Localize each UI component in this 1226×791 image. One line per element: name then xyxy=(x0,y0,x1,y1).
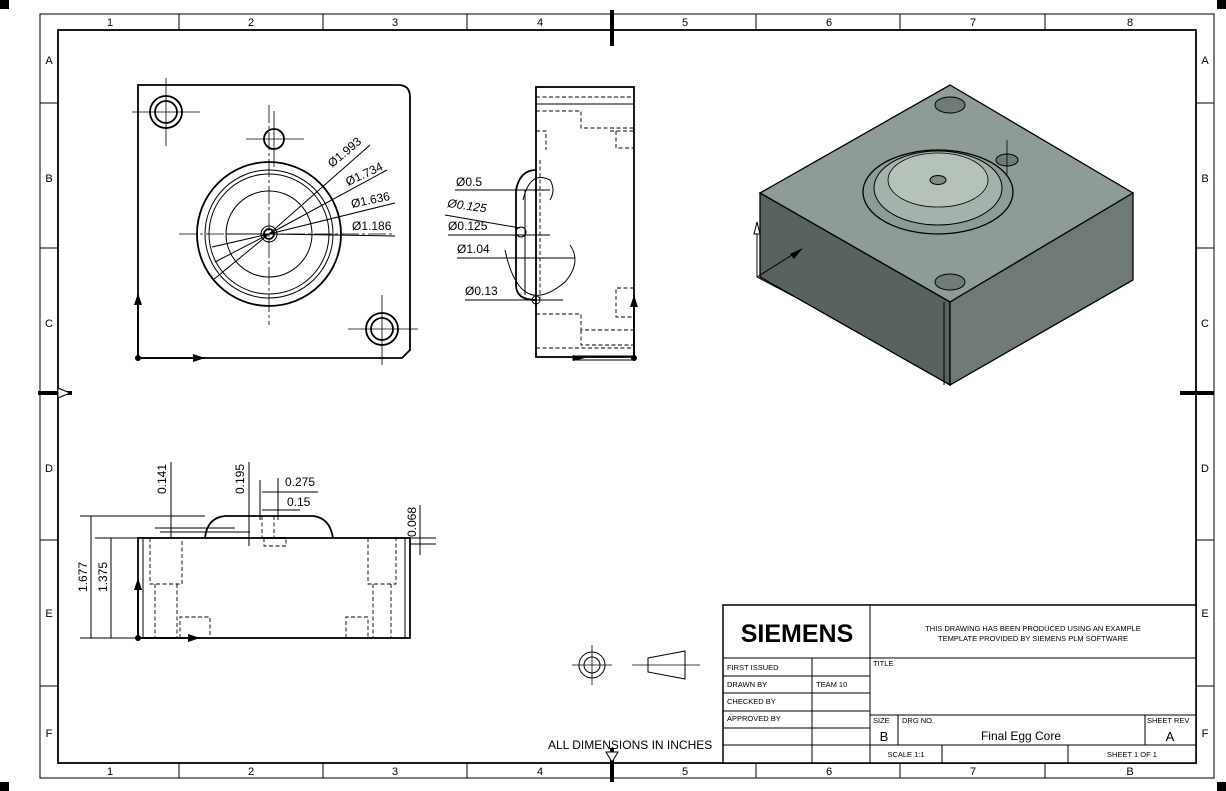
zone-row-label: A xyxy=(45,55,53,67)
zone-column-label: 1 xyxy=(107,17,113,29)
zone-column-label: 8 xyxy=(1127,17,1133,29)
drawn-by-label: DRAWN BY xyxy=(727,680,767,689)
zone-row-label: E xyxy=(1201,608,1208,620)
zone-column-label: 2 xyxy=(248,766,254,778)
bottom-view: 0.141 0.195 0.275 0.15 0.068 1.677 1.375 xyxy=(76,462,436,642)
size-value: B xyxy=(880,729,889,744)
zone-row-label: F xyxy=(1202,728,1209,740)
outer-border xyxy=(39,13,1215,779)
zone-column-label: 3 xyxy=(392,766,398,778)
dim-bottom-0195: 0.195 xyxy=(233,464,247,494)
corner-mark xyxy=(1217,782,1226,791)
dim-side-013: Ø0.13 xyxy=(465,284,498,298)
zone-column-label: 6 xyxy=(826,17,832,29)
zone-column-label: 2 xyxy=(248,17,254,29)
corner-mark xyxy=(0,782,9,791)
drg-no-label: DRG NO. xyxy=(902,716,934,725)
notice-line-1: THIS DRAWING HAS BEEN PRODUCED USING AN … xyxy=(925,624,1141,633)
dim-front-1993: Ø1.993 xyxy=(325,134,364,170)
dim-front-1636: Ø1.636 xyxy=(350,189,392,211)
dim-side-0125-a: Ø0.125 xyxy=(446,196,488,216)
zone-row-label: E xyxy=(45,608,52,620)
siemens-logo: SIEMENS xyxy=(741,620,854,648)
sheet-rev-label: SHEET REV xyxy=(1147,716,1189,725)
zone-row-label: B xyxy=(45,173,52,185)
zone-row-label: D xyxy=(1201,463,1209,475)
zone-column-label: 7 xyxy=(970,17,976,29)
dim-side-104: Ø1.04 xyxy=(457,242,490,256)
centering-marks xyxy=(38,10,1214,782)
projection-symbol xyxy=(572,645,700,685)
zone-column-label: 5 xyxy=(682,766,688,778)
zone-column-label: B xyxy=(1126,766,1133,778)
zone-column-label: 7 xyxy=(970,766,976,778)
zone-column-label: 3 xyxy=(392,17,398,29)
corner-mark xyxy=(0,0,9,9)
dim-bottom-0275: 0.275 xyxy=(285,475,315,489)
title-block: SIEMENS THIS DRAWING HAS BEEN PRODUCED U… xyxy=(722,604,1197,764)
sheet-rev-value: A xyxy=(1166,729,1175,744)
side-view: Ø0.5 Ø0.125 Ø0.125 Ø1.04 Ø0.13 xyxy=(444,86,638,361)
zone-row-label: D xyxy=(45,463,53,475)
orientation-arrow-icon xyxy=(57,387,72,399)
front-view: Ø1.993 Ø1.734 Ø1.636 Ø1.186 xyxy=(132,78,418,365)
dim-front-1734: Ø1.734 xyxy=(343,159,385,188)
first-issued-label: FIRST ISSUED xyxy=(727,663,779,672)
zone-row-label: A xyxy=(1201,55,1209,67)
size-label: SIZE xyxy=(873,716,890,725)
scale-text: SCALE 1:1 xyxy=(887,750,924,759)
dim-front-1186: Ø1.186 xyxy=(352,219,392,233)
zone-row-label: F xyxy=(46,728,53,740)
dim-side-0125-b: Ø0.125 xyxy=(448,219,488,233)
checked-by-label: CHECKED BY xyxy=(727,697,776,706)
drawn-by-value: TEAM 10 xyxy=(816,680,847,689)
zone-column-label: 1 xyxy=(107,766,113,778)
dim-bottom-1677: 1.677 xyxy=(76,562,90,592)
approved-by-label: APPROVED BY xyxy=(727,714,781,723)
zone-row-label: C xyxy=(1201,318,1209,330)
zone-row-label: C xyxy=(45,318,53,330)
zone-column-label: 6 xyxy=(826,766,832,778)
isometric-view xyxy=(753,84,1135,387)
zone-column-label: 4 xyxy=(537,766,543,778)
units-note: ALL DIMENSIONS IN INCHES xyxy=(548,738,712,752)
dim-bottom-1375: 1.375 xyxy=(96,562,110,592)
zone-row-label: B xyxy=(1201,173,1208,185)
zone-column-label: 5 xyxy=(682,17,688,29)
dim-bottom-015: 0.15 xyxy=(287,495,311,509)
orientation-arrow-icon xyxy=(605,751,619,763)
sheet-number: SHEET 1 OF 1 xyxy=(1107,750,1157,759)
title-label: TITLE xyxy=(873,659,893,668)
dim-bottom-0068: 0.068 xyxy=(405,507,419,537)
zone-dividers xyxy=(40,14,1214,778)
dim-side-05: Ø0.5 xyxy=(456,175,482,189)
notice-line-2: TEMPLATE PROVIDED BY SIEMENS PLM SOFTWAR… xyxy=(938,634,1128,643)
corner-mark xyxy=(1217,0,1226,9)
zone-column-label: 4 xyxy=(537,17,543,29)
drg-no-value: Final Egg Core xyxy=(981,729,1061,743)
dim-bottom-0141: 0.141 xyxy=(155,464,169,494)
